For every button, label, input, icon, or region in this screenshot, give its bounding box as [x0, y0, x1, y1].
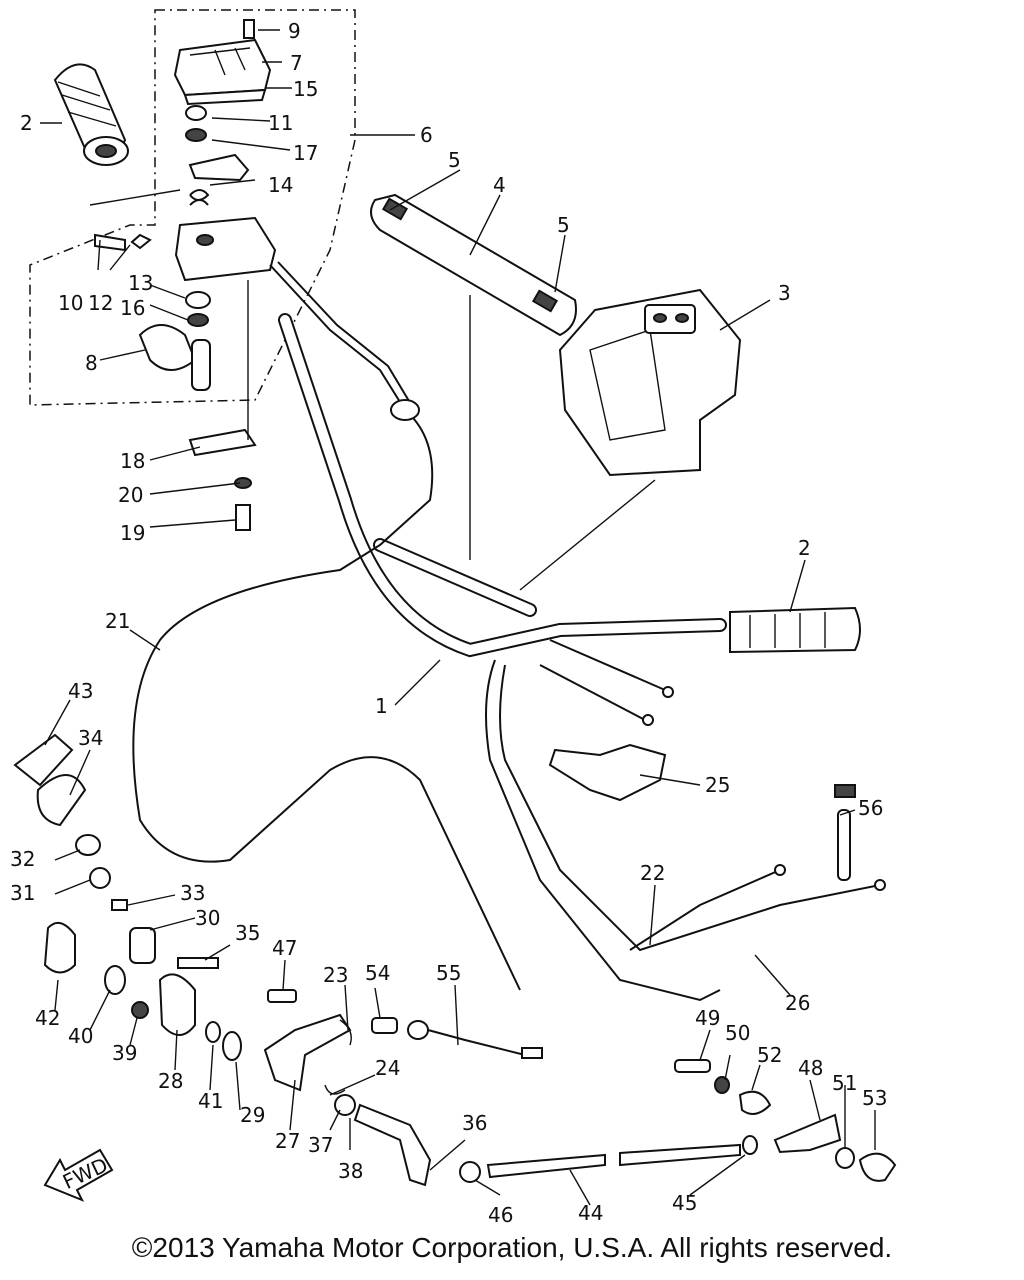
callout-41: 41: [198, 1089, 223, 1113]
callout-28: 28: [158, 1069, 183, 1093]
adjuster-bolt: [834, 784, 856, 881]
callout-50: 50: [725, 1021, 750, 1045]
fwd-arrow-icon: FWD: [43, 1148, 114, 1202]
callout-44: 44: [578, 1201, 603, 1225]
cable-clamp: [188, 428, 257, 531]
callout-22: 22: [640, 861, 665, 885]
callout-9: 9: [288, 19, 301, 43]
callout-47: 47: [272, 936, 297, 960]
callout-20: 20: [118, 483, 143, 507]
callout-24: 24: [375, 1056, 400, 1080]
callout-numbers: 1 2 2 3 4 5 5 6 7 8 9 10 11 12 13 14 15 …: [10, 19, 887, 1227]
callout-23: 23: [323, 963, 348, 987]
parts-diagram: FWD 1 2 2 3 4 5 5 6 7 8 9 10 11 12: [10, 9, 897, 1227]
callout-12: 12: [88, 291, 113, 315]
throttle-cover: [173, 19, 272, 106]
callout-38: 38: [338, 1159, 363, 1183]
callout-36: 36: [462, 1111, 487, 1135]
callout-6: 6: [420, 123, 433, 147]
callout-8: 8: [85, 351, 98, 375]
throttle-cable: [132, 261, 521, 991]
callout-11: 11: [268, 111, 293, 135]
callout-46: 46: [488, 1203, 513, 1227]
left-grip: [53, 63, 129, 166]
callout-56: 56: [858, 796, 883, 820]
callout-51: 51: [832, 1071, 857, 1095]
rod-end-parts: [674, 1059, 897, 1182]
callout-10: 10: [58, 291, 83, 315]
callout-13: 13: [128, 271, 153, 295]
callout-5b: 5: [557, 213, 570, 237]
callout-54: 54: [365, 961, 390, 985]
callout-7: 7: [290, 51, 303, 75]
callout-2b: 2: [798, 536, 811, 560]
callout-55: 55: [436, 961, 461, 985]
leader-lines: [40, 29, 876, 1206]
choke-parts: [13, 733, 242, 1061]
callout-33: 33: [180, 881, 205, 905]
callout-5a: 5: [448, 148, 461, 172]
sensor-parts: [371, 1017, 543, 1059]
throttle-lever: [138, 324, 211, 391]
shift-rod: [459, 1135, 758, 1183]
callout-31: 31: [10, 881, 35, 905]
callout-43: 43: [68, 679, 93, 703]
callout-26: 26: [785, 991, 810, 1015]
throttle-assembly-outline: [29, 9, 356, 406]
callout-17: 17: [293, 141, 318, 165]
callout-16: 16: [120, 296, 145, 320]
callout-4: 4: [493, 173, 506, 197]
callout-2a: 2: [20, 111, 33, 135]
right-grip: [729, 606, 861, 654]
handlebar-cover: [558, 288, 742, 477]
callout-27: 27: [275, 1129, 300, 1153]
callout-35: 35: [235, 921, 260, 945]
callout-30: 30: [195, 906, 220, 930]
callout-19: 19: [120, 521, 145, 545]
callout-32: 32: [10, 847, 35, 871]
callout-14: 14: [268, 173, 293, 197]
callout-29: 29: [240, 1103, 265, 1127]
callout-52: 52: [757, 1043, 782, 1067]
callout-34: 34: [78, 726, 103, 750]
handlebar: [278, 313, 727, 658]
callout-49: 49: [695, 1006, 720, 1030]
callout-53: 53: [862, 1086, 887, 1110]
callout-25: 25: [705, 773, 730, 797]
callout-1: 1: [375, 694, 388, 718]
callout-21: 21: [105, 609, 130, 633]
handlebar-pad: [370, 193, 577, 337]
callout-40: 40: [68, 1024, 93, 1048]
stop-switch: [548, 743, 667, 802]
callout-15: 15: [293, 77, 318, 101]
small-hardware: [94, 105, 277, 327]
callout-3: 3: [778, 281, 791, 305]
callout-18: 18: [120, 449, 145, 473]
copyright-notice: ©2013 Yamaha Motor Corporation, U.S.A. A…: [131, 1232, 893, 1263]
callout-42: 42: [35, 1006, 60, 1030]
callout-37: 37: [308, 1133, 333, 1157]
callout-48: 48: [798, 1056, 823, 1080]
callout-45: 45: [672, 1191, 697, 1215]
brake-cables: [485, 639, 886, 1002]
callout-39: 39: [112, 1041, 137, 1065]
